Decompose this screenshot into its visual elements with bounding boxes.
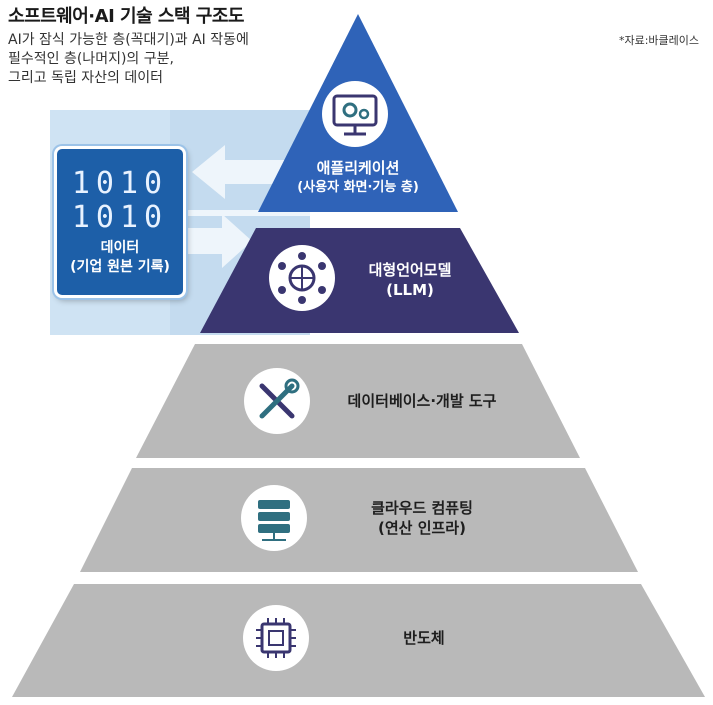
- subtitle-line: AI가 잠식 가능한 층(꼭대기)과 AI 작동에: [8, 32, 249, 48]
- source-note: *자료:바클레이스: [618, 34, 699, 47]
- layer-title: 클라우드 컴퓨팅: [371, 499, 473, 517]
- data-subtitle: (기업 원본 기록): [70, 259, 170, 275]
- subtitle-line: 필수적인 층(나머지)의 구분,: [8, 51, 174, 67]
- layer-cloud-shape: [80, 468, 638, 572]
- layer-title: 애플리케이션: [316, 159, 400, 177]
- connector-bar: [180, 210, 310, 216]
- chip-icon: [243, 605, 309, 671]
- binary-icon: 1010 1010: [57, 167, 183, 235]
- layer-llm-shape: [200, 228, 519, 333]
- arrow-right-icon: [180, 214, 252, 268]
- layer-llm-label: 대형언어모델 (LLM): [369, 260, 452, 300]
- layer-semiconductor-label: 반도체: [403, 628, 444, 648]
- binary-row: 1010: [71, 200, 169, 235]
- data-label: 데이터 (기업 원본 기록): [57, 239, 183, 277]
- layer-subtitle: (연산 인프라): [378, 519, 466, 537]
- subtitle-line: 그리고 독립 자산의 데이터: [8, 70, 164, 86]
- layer-application-label: 애플리케이션 (사용자 화면·기능 층): [297, 158, 419, 198]
- wrench-screwdriver-icon: [244, 368, 310, 434]
- binary-row: 1010: [71, 166, 169, 201]
- page-title: 소프트웨어·AI 기술 스택 구조도: [8, 6, 244, 27]
- arrow-left-icon: [192, 145, 290, 199]
- layer-title: 대형언어모델: [368, 261, 452, 279]
- page-subtitle: AI가 잠식 가능한 층(꼭대기)과 AI 작동에 필수적인 층(나머지)의 구…: [8, 31, 338, 88]
- layer-semiconductor-shape: [12, 584, 705, 697]
- network-globe-icon: [269, 245, 335, 311]
- data-asset-box: 1010 1010 데이터 (기업 원본 기록): [54, 146, 186, 298]
- layer-cloud-label: 클라우드 컴퓨팅 (연산 인프라): [371, 498, 473, 538]
- layer-subtitle: (LLM): [386, 281, 434, 299]
- server-rack-icon: [241, 485, 307, 551]
- layer-title: 반도체: [403, 629, 445, 647]
- monitor-gear-icon: [322, 81, 388, 147]
- layer-database-shape: [136, 344, 580, 458]
- data-title: 데이터: [100, 240, 140, 256]
- layer-database-label: 데이터베이스·개발 도구: [348, 391, 497, 411]
- layer-subtitle: (사용자 화면·기능 층): [297, 180, 419, 195]
- layer-title: 데이터베이스·개발 도구: [347, 392, 497, 410]
